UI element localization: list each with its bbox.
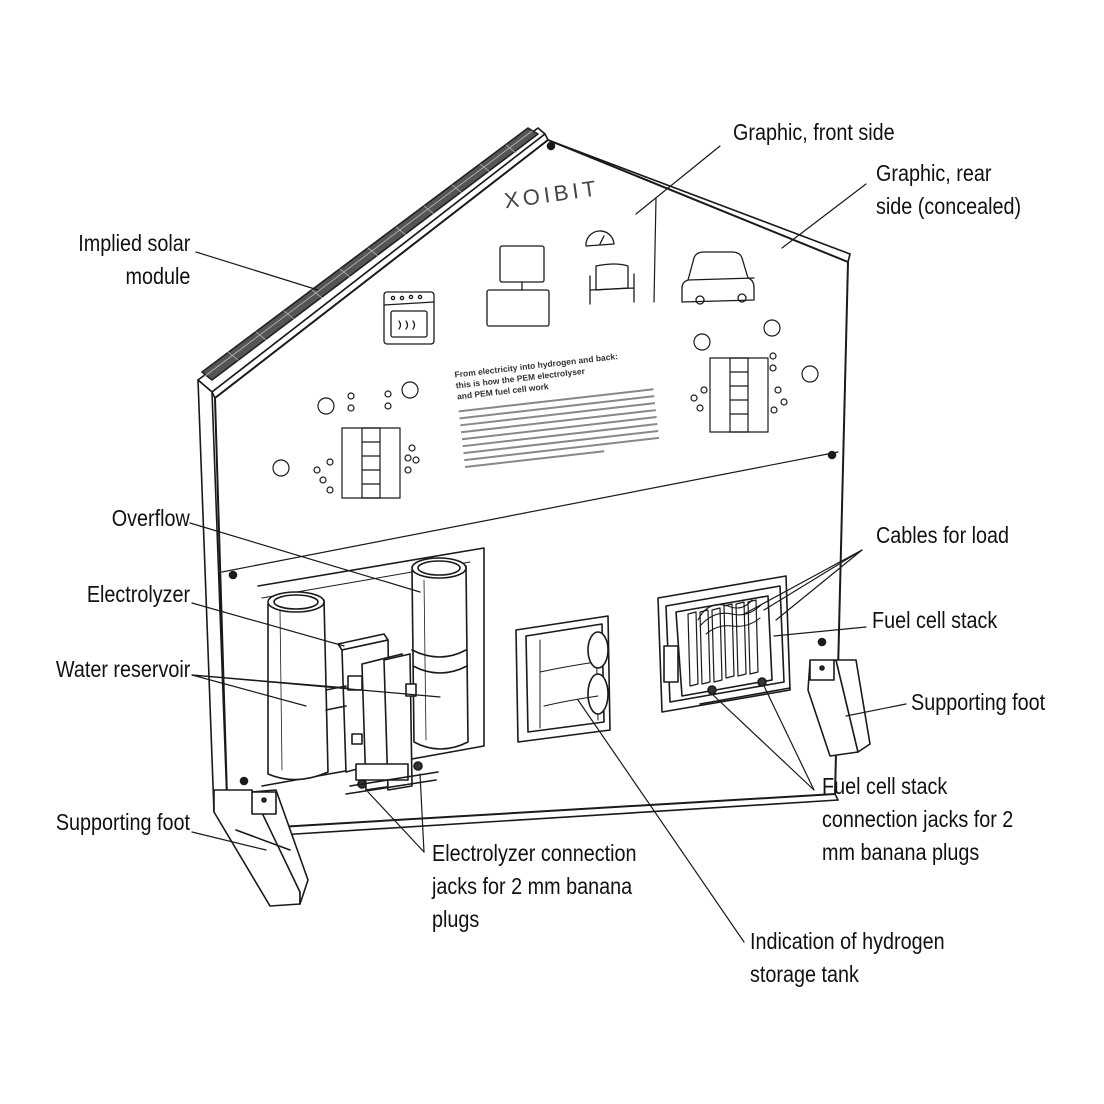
supporting-foot-right-shape <box>807 659 871 757</box>
monitor-icon <box>486 245 550 327</box>
fuel-cell-window <box>657 575 791 713</box>
label-hydrogen-tank: Indication of hydrogen storage tank <box>750 928 945 987</box>
leader-lines <box>189 145 907 943</box>
label-supporting-foot-right: Supporting foot <box>911 689 1046 715</box>
label-cables-for-load: Cables for load <box>876 522 1010 548</box>
gauge-icon <box>585 230 615 247</box>
armchair-icon <box>589 263 635 305</box>
electrolyzer-window <box>257 547 485 795</box>
label-water-reservoir: Water reservoir <box>55 656 190 682</box>
label-solar-module: Implied solar module <box>77 230 190 289</box>
water-reservoir <box>267 591 329 781</box>
electrolyzer-block <box>325 633 439 795</box>
label-overflow: Overflow <box>111 505 190 531</box>
oven-icon <box>383 291 435 345</box>
solar-module <box>201 127 539 381</box>
label-fuel-cell-stack: Fuel cell stack <box>872 607 998 633</box>
label-supporting-foot-left: Supporting foot <box>55 809 190 835</box>
car-icon <box>681 251 755 305</box>
overflow-tube <box>411 557 469 750</box>
fuel-cell-stack <box>663 595 791 705</box>
right-jack-cluster <box>690 319 819 433</box>
label-electrolyzer: Electrolyzer <box>86 581 190 607</box>
label-fuel-cell-jacks: Fuel cell stack connection jacks for 2 m… <box>822 773 1014 865</box>
panel-screws <box>228 141 837 786</box>
label-graphic-front: Graphic, front side <box>733 119 895 145</box>
hydrogen-tank-window <box>515 615 611 743</box>
left-jack-cluster <box>272 381 420 499</box>
label-graphic-rear: Graphic, rear side (concealed) <box>876 160 1022 219</box>
label-electrolyzer-jacks: Electrolyzer connection jacks for 2 mm b… <box>432 840 637 932</box>
